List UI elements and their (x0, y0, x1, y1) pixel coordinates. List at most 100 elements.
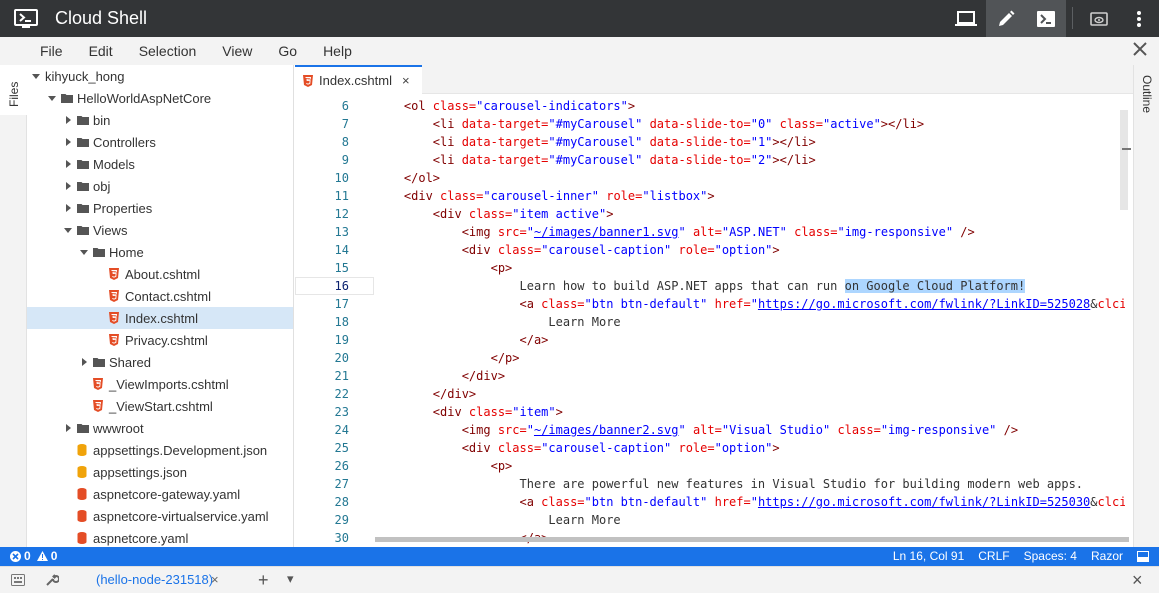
code-line[interactable]: 16 Learn how to build ASP.NET apps that … (295, 277, 1125, 295)
tree-item[interactable]: aspnetcore-gateway.yaml (27, 483, 293, 505)
line-number: 9 (341, 153, 349, 167)
code-token: > (772, 243, 780, 257)
close-editor-icon[interactable] (1133, 42, 1147, 56)
wrench-settings-icon[interactable] (45, 573, 59, 587)
caret-right-icon[interactable] (63, 423, 73, 433)
menu-edit[interactable]: Edit (88, 43, 113, 59)
tree-item[interactable]: wwwroot (27, 417, 293, 439)
laptop-icon[interactable] (946, 0, 986, 37)
outline-panel-tab[interactable]: Outline (1140, 75, 1154, 114)
add-terminal-icon[interactable]: + (258, 570, 269, 590)
code-line[interactable]: 15 <p> (295, 259, 1125, 277)
terminal-icon[interactable] (1026, 0, 1066, 37)
code-line[interactable]: 21 </div> (295, 367, 1125, 385)
web-preview-icon[interactable] (1079, 0, 1119, 37)
close-tab-icon[interactable]: × (401, 73, 410, 88)
code-line[interactable]: 17 <a class="btn btn-default" href="http… (295, 295, 1125, 313)
caret-right-icon[interactable] (63, 181, 73, 191)
tree-item[interactable]: Index.cshtml (27, 307, 293, 329)
caret-right-icon[interactable] (63, 203, 73, 213)
open-editor-pencil-icon[interactable] (986, 0, 1026, 37)
close-terminal-icon[interactable]: × (1132, 570, 1143, 590)
menu-help[interactable]: Help (323, 43, 352, 59)
code-line[interactable]: 23 <div class="item"> (295, 403, 1125, 421)
code-line[interactable]: 10 </ol> (295, 169, 1125, 187)
warning-count[interactable]: 0 (50, 549, 58, 563)
code-line[interactable]: 19 </a> (295, 331, 1125, 349)
code-token: class= (440, 189, 484, 203)
error-icon[interactable] (10, 550, 21, 562)
horizontal-scrollbar[interactable] (375, 537, 1129, 542)
code-line[interactable]: 18 Learn More (295, 313, 1125, 331)
line-content: <img src="~/images/banner1.svg" alt="ASP… (375, 223, 975, 241)
tree-item[interactable]: _ViewImports.cshtml (27, 373, 293, 395)
tree-item[interactable]: bin (27, 109, 293, 131)
menu-file[interactable]: File (40, 43, 63, 59)
terminal-tab-close-icon[interactable]: × (211, 572, 219, 587)
caret-right-icon[interactable] (79, 357, 89, 367)
tree-item[interactable]: aspnetcore.yaml (27, 527, 293, 547)
tree-item[interactable]: Properties (27, 197, 293, 219)
code-area[interactable]: 6 <ol class="carousel-indicators">7 <li … (295, 94, 1125, 544)
caret-right-icon[interactable] (63, 159, 73, 169)
tree-item[interactable]: About.cshtml (27, 263, 293, 285)
tree-item[interactable]: _ViewStart.cshtml (27, 395, 293, 417)
language-mode[interactable]: Razor (1090, 549, 1123, 563)
caret-down-icon[interactable] (47, 93, 57, 103)
code-line[interactable]: 7 <li data-target="#myCarousel" data-sli… (295, 115, 1125, 133)
code-line[interactable]: 28 <a class="btn btn-default" href="http… (295, 493, 1125, 511)
code-line[interactable]: 6 <ol class="carousel-indicators"> (295, 97, 1125, 115)
tree-item[interactable]: Views (27, 219, 293, 241)
caret-right-icon[interactable] (63, 137, 73, 147)
code-line[interactable]: 13 <img src="~/images/banner1.svg" alt="… (295, 223, 1125, 241)
code-line[interactable]: 14 <div class="carousel-caption" role="o… (295, 241, 1125, 259)
caret-down-icon[interactable] (79, 247, 89, 257)
caret-right-icon[interactable] (63, 115, 73, 125)
line-content: Learn More (375, 313, 620, 331)
code-line[interactable]: 22 </div> (295, 385, 1125, 403)
menu-view[interactable]: View (222, 43, 253, 59)
warning-icon[interactable] (36, 551, 48, 561)
tree-item[interactable]: appsettings.Development.json (27, 439, 293, 461)
editor-tab-index-cshtml[interactable]: Index.cshtml × (295, 65, 422, 94)
code-line[interactable]: 9 <li data-target="#myCarousel" data-sli… (295, 151, 1125, 169)
more-vert-icon[interactable] (1119, 0, 1159, 37)
panel-toggle-icon[interactable] (1137, 550, 1149, 562)
vertical-scrollbar[interactable] (1120, 110, 1128, 210)
end-of-line[interactable]: CRLF (978, 549, 1010, 563)
tree-item[interactable]: Shared (27, 351, 293, 373)
tree-item[interactable]: Home (27, 241, 293, 263)
code-line[interactable]: 24 <img src="~/images/banner2.svg" alt="… (295, 421, 1125, 439)
code-token: "img-responsive" (837, 225, 954, 239)
tree-item[interactable]: Models (27, 153, 293, 175)
tree-item[interactable]: appsettings.json (27, 461, 293, 483)
files-panel-tab[interactable]: Files (0, 65, 27, 115)
menu-go[interactable]: Go (278, 43, 298, 59)
code-line[interactable]: 20 </p> (295, 349, 1125, 367)
code-line[interactable]: 27 There are powerful new features in Vi… (295, 475, 1125, 493)
tree-item[interactable]: Contact.cshtml (27, 285, 293, 307)
code-line[interactable]: 11 <div class="carousel-inner" role="lis… (295, 187, 1125, 205)
code-line[interactable]: 12 <div class="item active"> (295, 205, 1125, 223)
tree-item[interactable]: Controllers (27, 131, 293, 153)
code-line[interactable]: 25 <div class="carousel-caption" role="o… (295, 439, 1125, 457)
indentation[interactable]: Spaces: 4 (1023, 549, 1077, 563)
code-line[interactable]: 8 <li data-target="#myCarousel" data-sli… (295, 133, 1125, 151)
error-count[interactable]: 0 (24, 549, 31, 563)
caret-down-icon[interactable] (63, 225, 73, 235)
code-token: <a (375, 297, 542, 311)
terminal-dropdown-icon[interactable]: ▾ (287, 571, 294, 586)
code-line[interactable]: 26 <p> (295, 457, 1125, 475)
keyboard-icon[interactable] (11, 574, 25, 586)
tree-item[interactable]: aspnetcore-virtualservice.yaml (27, 505, 293, 527)
cursor-position[interactable]: Ln 16, Col 91 (892, 549, 965, 563)
tree-item[interactable]: kihyuck_hong (27, 65, 293, 87)
tree-item[interactable]: Privacy.cshtml (27, 329, 293, 351)
code-token: data-target= (461, 117, 549, 131)
code-line[interactable]: 29 Learn More (295, 511, 1125, 529)
menu-selection[interactable]: Selection (138, 43, 197, 59)
tree-item[interactable]: HelloWorldAspNetCore (27, 87, 293, 109)
tree-item[interactable]: obj (27, 175, 293, 197)
terminal-tab-label[interactable]: (hello-node-231518) (96, 572, 214, 587)
caret-down-icon[interactable] (31, 71, 41, 81)
